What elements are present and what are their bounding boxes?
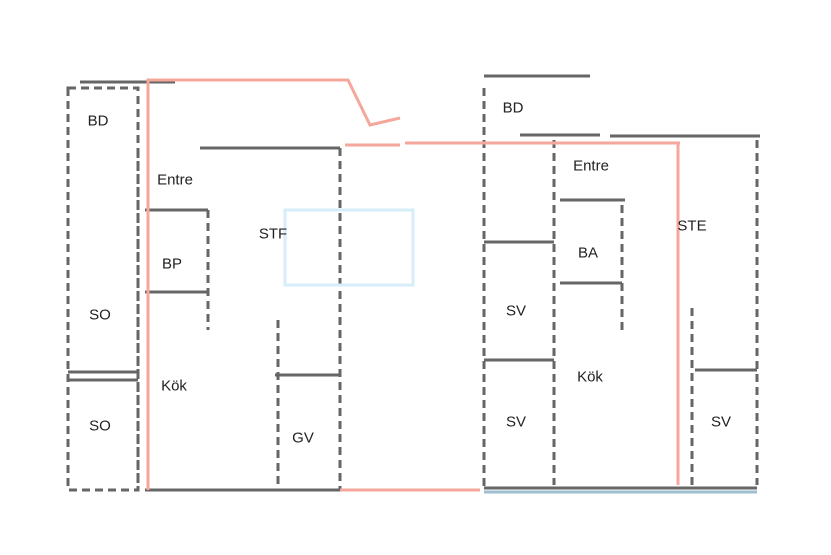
left-outer-wall — [66, 86, 140, 492]
room-label-so-1: SO — [89, 306, 111, 324]
left-plan-walls — [66, 80, 342, 492]
room-label-ba: BA — [577, 244, 599, 262]
accent-rect — [283, 208, 415, 287]
room-label-gv: GV — [292, 429, 314, 447]
accent-line — [146, 78, 401, 490]
room-label-sv-3: SV — [710, 413, 732, 431]
room-label-kok: Kök — [577, 368, 603, 386]
room-label-so-2: SO — [89, 417, 111, 435]
left-plan-accents — [146, 78, 480, 492]
room-label-kok: Kök — [161, 377, 187, 395]
room-label-bp: BP — [161, 255, 183, 273]
right-plan-accents — [405, 141, 757, 494]
room-label-bd: BD — [87, 112, 109, 130]
room-label-ste: STE — [677, 217, 707, 235]
room-label-entre: Entre — [157, 171, 193, 189]
room-label-sv-2: SV — [505, 413, 527, 431]
room-label-bd: BD — [502, 99, 524, 117]
room-label-stf: STF — [258, 225, 288, 243]
room-label-entre: Entre — [573, 157, 609, 175]
room-label-sv-1: SV — [505, 302, 527, 320]
right-plan-walls — [482, 74, 760, 490]
